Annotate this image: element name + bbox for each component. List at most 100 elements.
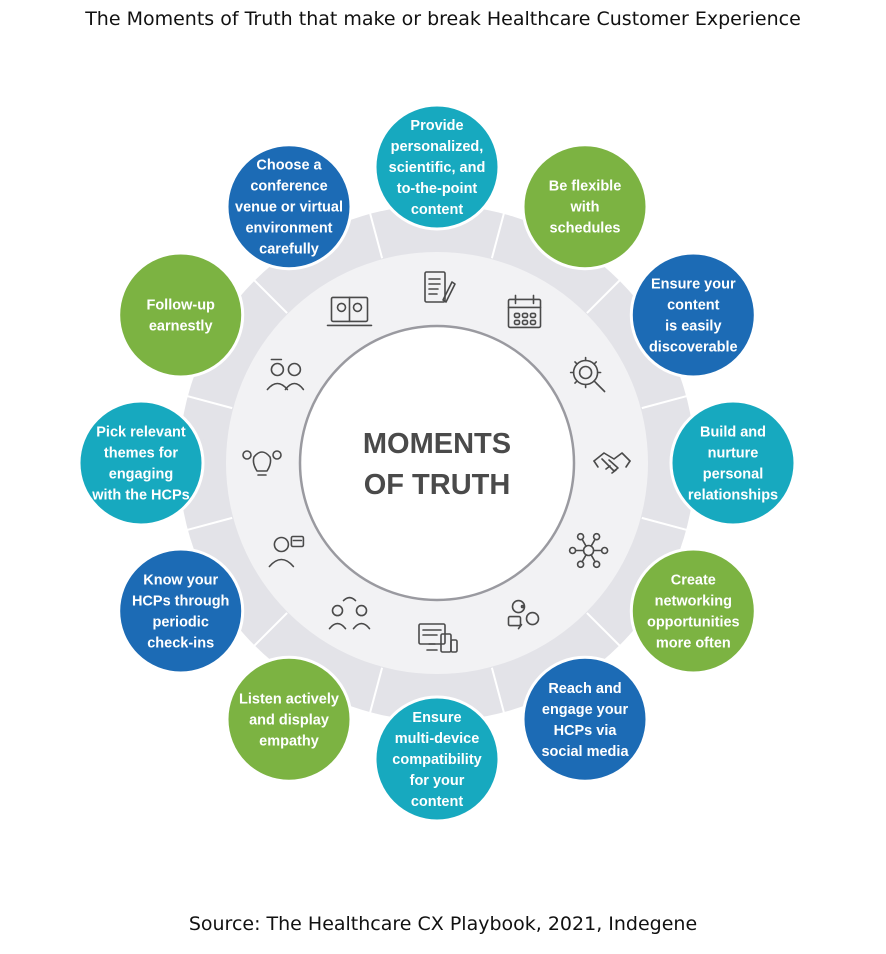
moment-label-line: social media [541,744,629,760]
moment-label-line: with [570,200,600,216]
moment-node: Listen actively and display empathy [225,655,353,783]
moment-label-line: Listen actively [239,691,339,707]
segment-divider [364,667,384,729]
network-icon [568,532,609,569]
moment-node-circle [117,251,245,379]
segment-divider [364,197,384,259]
segment-divider [490,197,510,259]
moment-node: Be flexible with schedules [521,143,649,271]
moment-label-line: environment [245,221,332,237]
segment-divider [241,267,288,314]
moment-label-line: Reach and [548,681,621,697]
people-followup-icon [266,358,305,391]
segment-divider [171,390,233,410]
moment-label-line: themes for [104,446,178,462]
moment-label-line: Pick relevant [96,425,186,441]
segment-divider [641,390,703,410]
moment-node: Choose a conference venue or virtual enviro… [225,143,353,271]
moment-label-line: content [667,298,720,314]
segment-divider [241,612,288,659]
moment-label-line: compatibility [392,752,481,768]
moment-label-line: Create [671,573,716,589]
moment-label-line: check-ins [147,636,214,652]
moment-label-line: with the HCPs [91,488,189,504]
center-label-line-2: OF TRUTH [364,469,511,501]
moment-node: Provide personalized, scientific, and to-th… [373,103,501,231]
moment-label-line: HCPs via [554,723,618,739]
conversation-icon [328,596,371,630]
moment-node-circle [373,695,501,823]
segment-divider [490,667,510,729]
moment-node-circle [117,547,245,675]
lightbulb-gears-icon [242,450,282,476]
moment-label-line: personalized, [391,139,484,155]
segment-divider [586,267,633,314]
moment-label-line: engage your [542,702,629,718]
diagram-title: The Moments of Truth that make or break … [85,8,801,30]
moment-node-circle [521,655,649,783]
moment-node: Pick relevant themes for engaging with the … [77,399,205,527]
moment-label-line: content [411,794,464,810]
social-media-icon [507,599,540,630]
moment-node-circle [225,143,353,271]
moment-node-circle [629,251,757,379]
moment-label-line: Be flexible [549,179,622,195]
moment-label-line: empathy [259,733,319,749]
moment-label-line: carefully [259,242,319,258]
moment-label-line: personal [703,467,763,483]
moment-label-line: earnestly [149,319,213,335]
moment-node: Build and nurture personal relationships [669,399,797,527]
segment-divider [586,612,633,659]
moment-label-line: periodic [152,615,208,631]
moment-label-line: is easily [665,319,721,335]
doctor-checkin-icon [268,535,305,568]
calendar-icon [507,294,542,329]
source-caption: Source: The Healthcare CX Playbook, 2021… [188,913,698,935]
virtual-conference-icon [326,296,373,327]
gear-magnifier-icon [569,356,606,393]
moment-label-line: content [411,202,464,218]
moment-label-line: networking [655,594,732,610]
moment-label-line: and display [249,712,329,728]
moment-label-line: schedules [550,221,621,237]
moment-label-line: opportunities [647,615,740,631]
moment-label-line: Ensure your [651,277,736,293]
multi-device-icon [418,623,458,653]
moment-node-circle [521,143,649,271]
segment-divider [641,516,703,536]
moment-label-line: scientific, and [389,160,486,176]
document-pen-icon [424,271,456,303]
moment-node: Create networking opportunities more often [629,547,757,675]
moment-node-circle [669,399,797,527]
handshake-icon [593,452,631,474]
moment-node: Follow-up earnestly [117,251,245,379]
moment-label-line: HCPs through [132,594,229,610]
moment-label-line: Choose a [256,158,322,174]
moment-label-line: Build and [700,425,766,441]
moment-label-line: engaging [109,467,173,483]
moment-node-circle [629,547,757,675]
moment-node-circle [373,103,501,231]
moment-label-line: discoverable [649,340,738,356]
moment-node: Ensure your content is easily discoverable [629,251,757,379]
moment-label-line: Follow-up [146,298,215,314]
moment-label-line: venue or virtual [235,200,343,216]
moment-label-line: relationships [688,488,778,504]
moment-label-line: multi-device [395,731,480,747]
center-label-line-1: MOMENTS [363,428,511,460]
center-circle [298,324,576,602]
moment-label-line: to-the-point [397,181,478,197]
moment-label-line: nurture [708,446,759,462]
moment-label-line: Provide [410,118,463,134]
moment-node-circle [77,399,205,527]
segment-divider [171,516,233,536]
moment-label-line: Ensure [412,710,461,726]
moment-label-line: conference [250,179,327,195]
moment-label-line: Know your [143,573,218,589]
moment-label-line: more often [656,636,731,652]
moment-node-circle [225,655,353,783]
